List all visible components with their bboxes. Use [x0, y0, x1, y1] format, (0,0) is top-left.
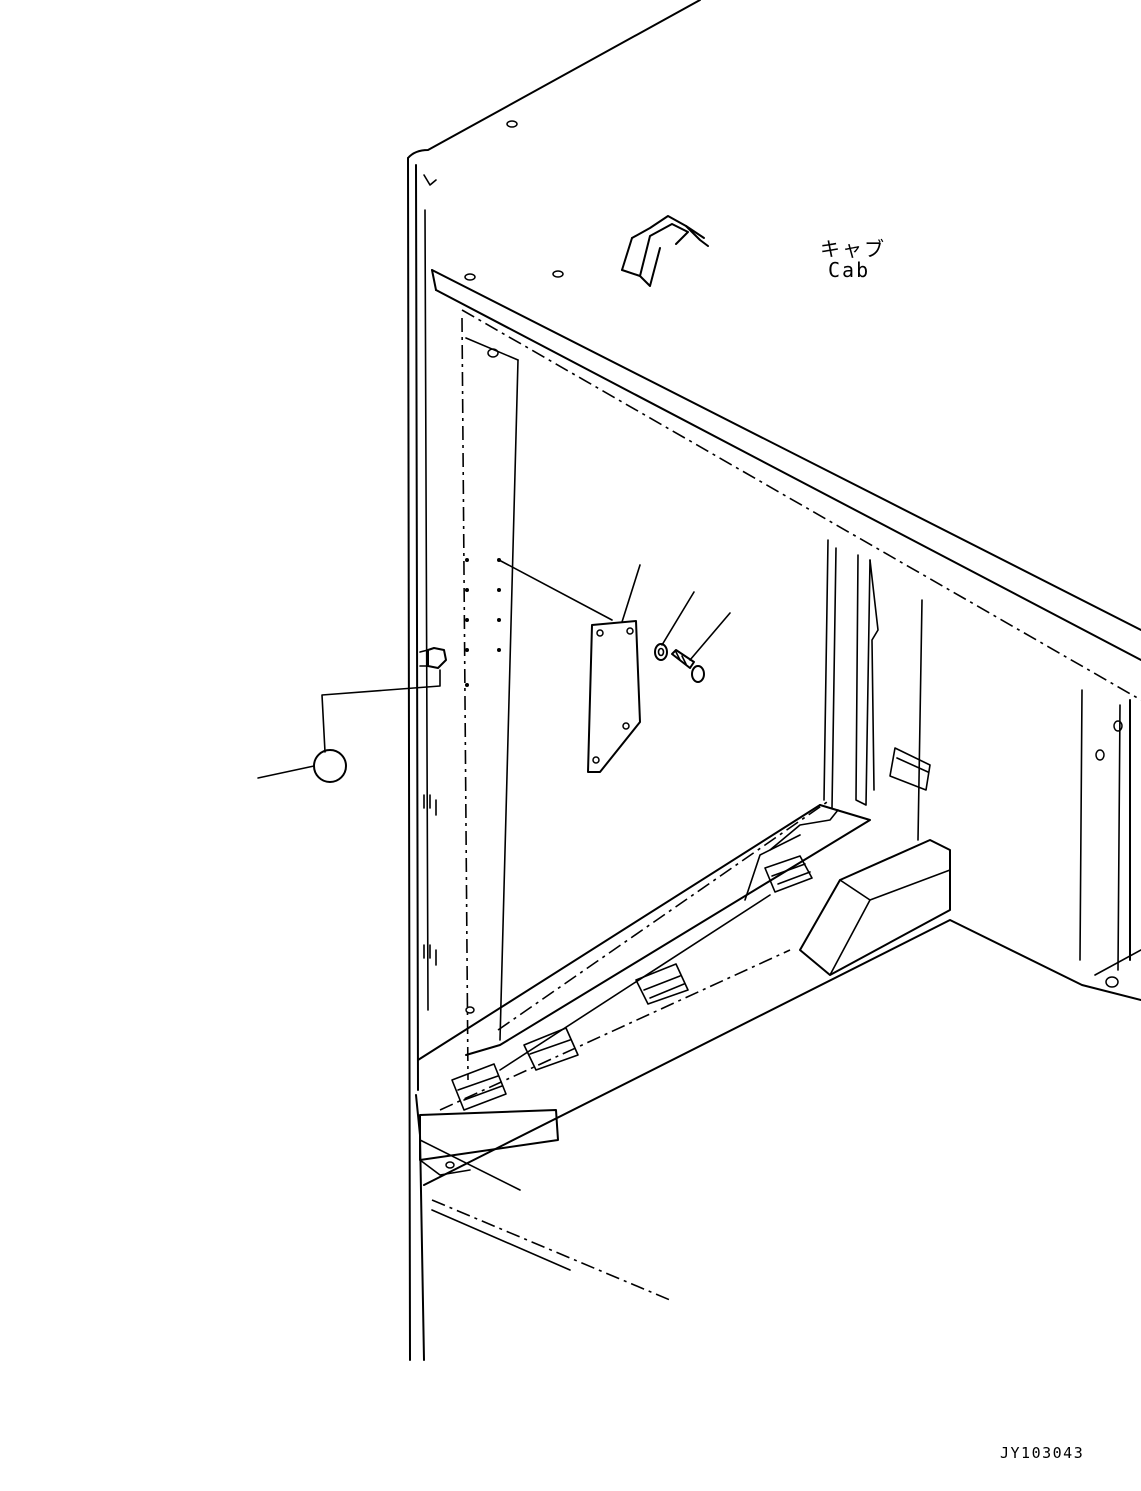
leader-lines: [257, 559, 731, 783]
washer: [654, 643, 668, 661]
cab-label-japanese: キャブ: [820, 237, 886, 261]
bolt: [671, 649, 705, 683]
cab-label-english: Cab: [828, 258, 871, 282]
right-frame: [823, 539, 1131, 971]
drawing-number: JY103043: [1000, 1444, 1085, 1462]
lower-bracket: [419, 1109, 559, 1176]
floor-clips: [451, 747, 931, 1111]
cab-roof: [431, 120, 1141, 661]
left-pillar-holes: [423, 558, 501, 1014]
mounting-plate: [587, 620, 641, 773]
floor-sill: [417, 804, 1141, 1301]
roof-handle-bracket: [621, 215, 709, 287]
rear-duct: [799, 839, 951, 976]
inner-frame: [461, 309, 1141, 1081]
corner-base: [1094, 949, 1141, 988]
plug-part: [419, 647, 447, 669]
callout-balloon: [313, 749, 347, 783]
